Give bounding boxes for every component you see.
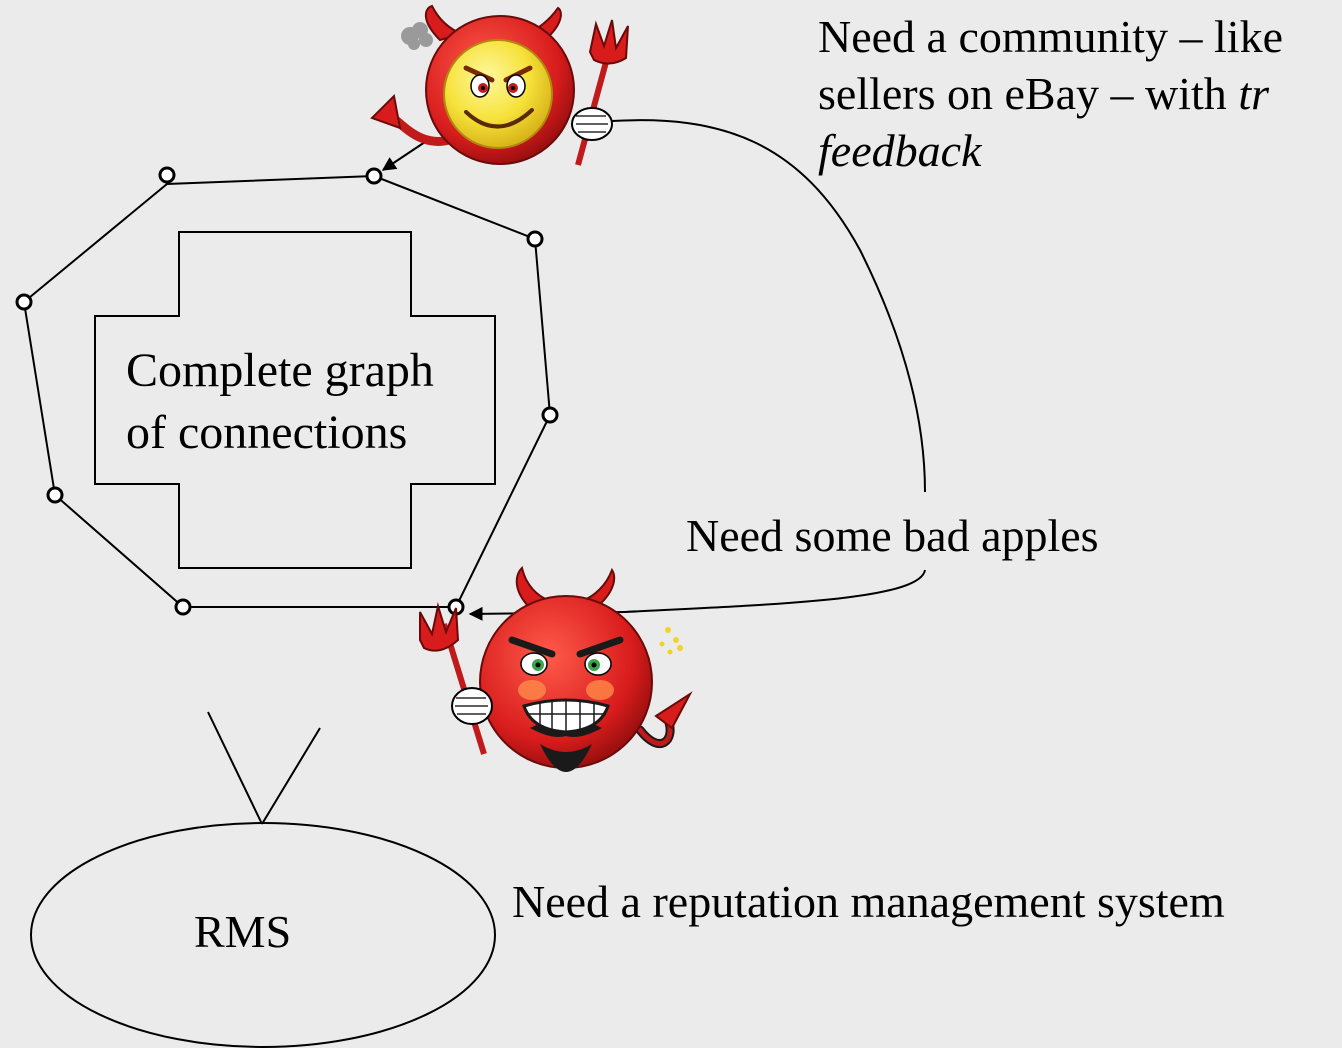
angry-devil-with-trident-icon: [419, 566, 693, 772]
community-line-2-italic: tr: [1238, 68, 1269, 119]
graph-label-line-1: Complete graph: [126, 344, 434, 397]
node: [365, 167, 383, 185]
community-requirement-text: Need a community – like sellers on eBay …: [818, 8, 1283, 179]
node: [541, 406, 559, 424]
node: [46, 486, 64, 504]
bad-apples-connector-lower: [624, 569, 926, 613]
node: [174, 598, 192, 616]
graph-nodes: [15, 166, 559, 616]
graph-cross-frame: [94, 231, 496, 569]
community-line-1: Need a community – like: [818, 11, 1283, 62]
complete-graph-label: Complete graph of connections: [126, 340, 434, 464]
node: [158, 166, 176, 184]
reputation-system-label: Need a reputation management system: [512, 876, 1225, 927]
bad-apples-label: Need some bad apples: [686, 510, 1099, 561]
node: [526, 230, 544, 248]
funnel-lines: [207, 711, 321, 825]
node: [15, 293, 33, 311]
smiling-devil-with-trident-icon: [370, 4, 629, 166]
rms-label: RMS: [194, 906, 292, 957]
community-line-2: sellers on eBay – with tr: [818, 65, 1283, 122]
community-line-2-prefix: sellers on eBay – with: [818, 68, 1239, 119]
bad-apples-connector: [611, 119, 926, 493]
rms-ellipse: [30, 822, 496, 1048]
graph-label-line-2: of connections: [126, 406, 408, 459]
arrow-to-top-node: [381, 141, 426, 171]
community-line-3: feedback: [818, 125, 982, 176]
